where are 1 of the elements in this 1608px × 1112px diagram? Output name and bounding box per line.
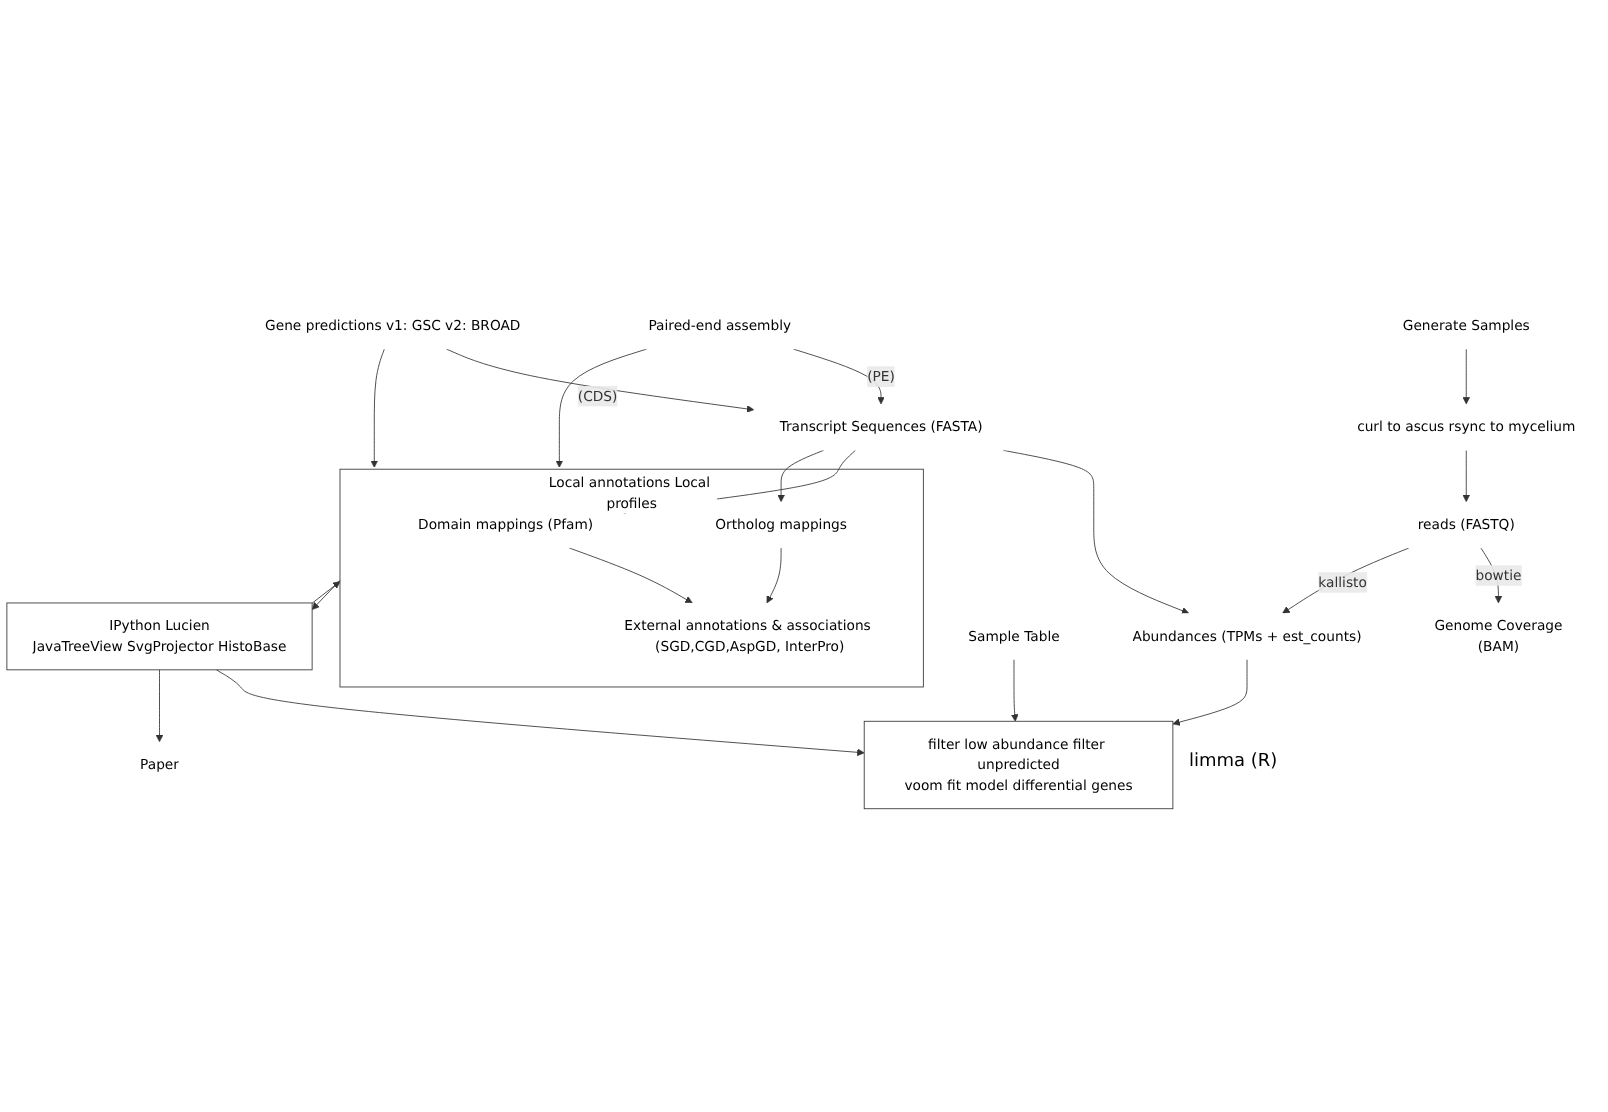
node-caption: limma (R) — [1188, 752, 1278, 773]
